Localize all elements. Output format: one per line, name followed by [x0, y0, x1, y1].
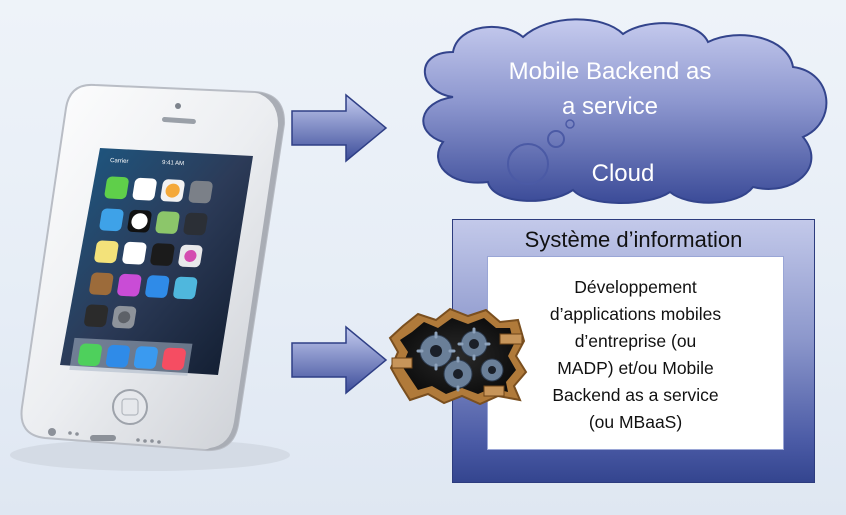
- camera-app-icon: [188, 180, 213, 204]
- videos-app-icon: [183, 212, 208, 236]
- compass-app-icon: [84, 304, 109, 328]
- cloud-title-line1: Mobile Backend as: [508, 58, 712, 85]
- passbook-app-icon: [173, 276, 198, 300]
- iphone-image: Carrier 9:41 AM: [0, 60, 300, 480]
- description-line: MADP) et/ou Mobile: [557, 358, 714, 378]
- maps-app-icon: [155, 211, 180, 234]
- app-store-app-icon: [145, 275, 170, 298]
- gears-icon: [388, 306, 528, 406]
- phone-app-icon: [77, 343, 102, 367]
- music-app-icon: [161, 347, 186, 371]
- mail-app-icon: [105, 344, 130, 368]
- messages-app-icon: [104, 176, 129, 200]
- itunes-store-app-icon: [117, 273, 142, 297]
- arrow-to-cloud-icon: [290, 93, 390, 163]
- description-panel: Développement d’applications mobiles d’e…: [487, 256, 784, 450]
- newsstand-app-icon: [89, 272, 114, 296]
- status-time: 9:41 AM: [162, 160, 184, 167]
- stocks-app-icon: [150, 243, 175, 266]
- cloud-shape: Mobile Backend as a service Cloud: [408, 12, 838, 207]
- cloud-title-line2: a service: [561, 93, 659, 120]
- arrow-to-system-icon: [290, 325, 390, 395]
- description-line: d’applications mobiles: [549, 304, 722, 324]
- weather-app-icon: [99, 208, 124, 232]
- information-system-title: Système d’information: [524, 227, 743, 252]
- status-carrier: Carrier: [110, 158, 129, 165]
- safari-app-icon: [133, 346, 158, 369]
- description-line: (ou MBaaS): [588, 412, 683, 432]
- notes-app-icon: [94, 240, 119, 264]
- reminders-app-icon: [122, 241, 147, 265]
- description-line: Développement: [574, 277, 697, 297]
- cloud-label: Cloud: [591, 160, 655, 187]
- calendar-app-icon: [132, 177, 157, 201]
- description-line: Backend as a service: [552, 385, 719, 405]
- description-line: d’entreprise (ou: [574, 331, 697, 351]
